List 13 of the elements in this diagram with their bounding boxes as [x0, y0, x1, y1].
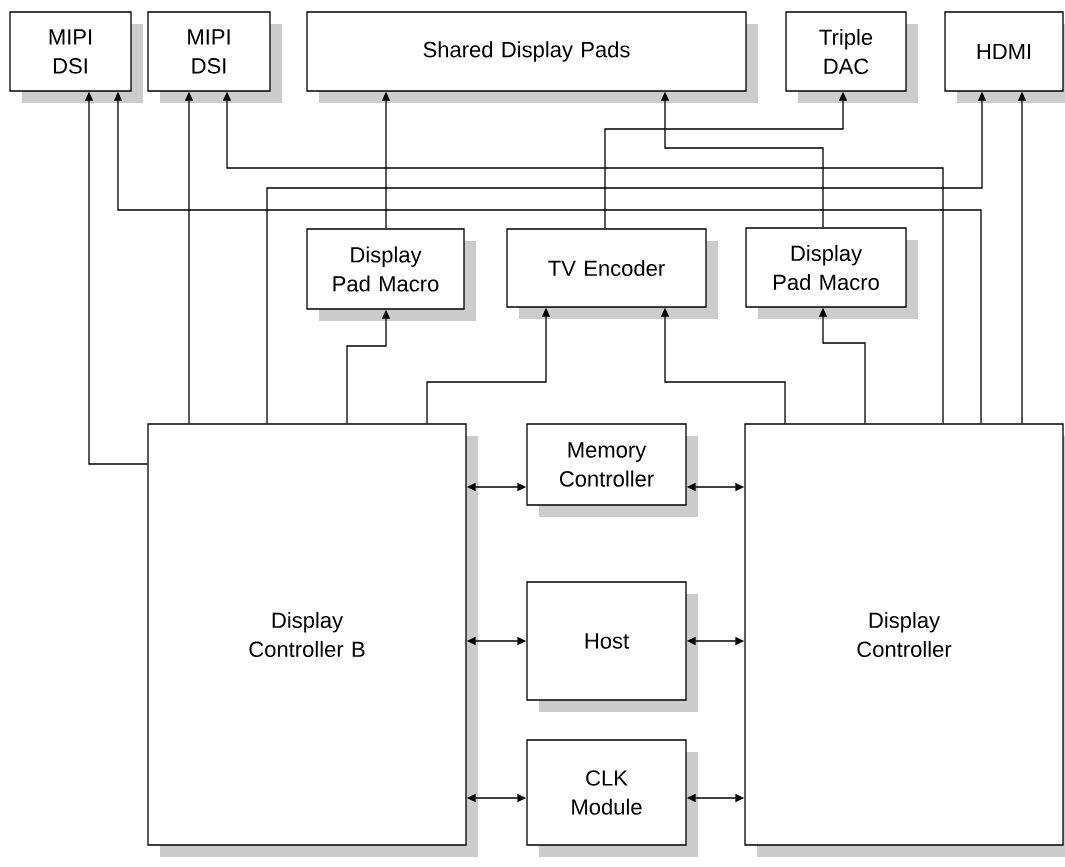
- block-box: TV Encoder: [506, 228, 718, 319]
- block-box: Display Controller: [744, 423, 1065, 857]
- block-box: Shared Display Pads: [306, 11, 758, 103]
- block-box: Host: [526, 581, 698, 712]
- block-box: HDMI: [944, 11, 1065, 103]
- block-box: MIPI DSI: [147, 11, 282, 103]
- block-box: Display Pad Macro: [745, 227, 918, 319]
- block-box: CLK Module: [526, 739, 698, 857]
- block-box: Triple DAC: [785, 11, 918, 103]
- block-box: Memory Controller: [526, 423, 698, 517]
- block-box: MIPI DSI: [9, 11, 143, 103]
- block-box: Display Controller B: [147, 423, 478, 857]
- block-box: Display Pad Macro: [306, 228, 476, 321]
